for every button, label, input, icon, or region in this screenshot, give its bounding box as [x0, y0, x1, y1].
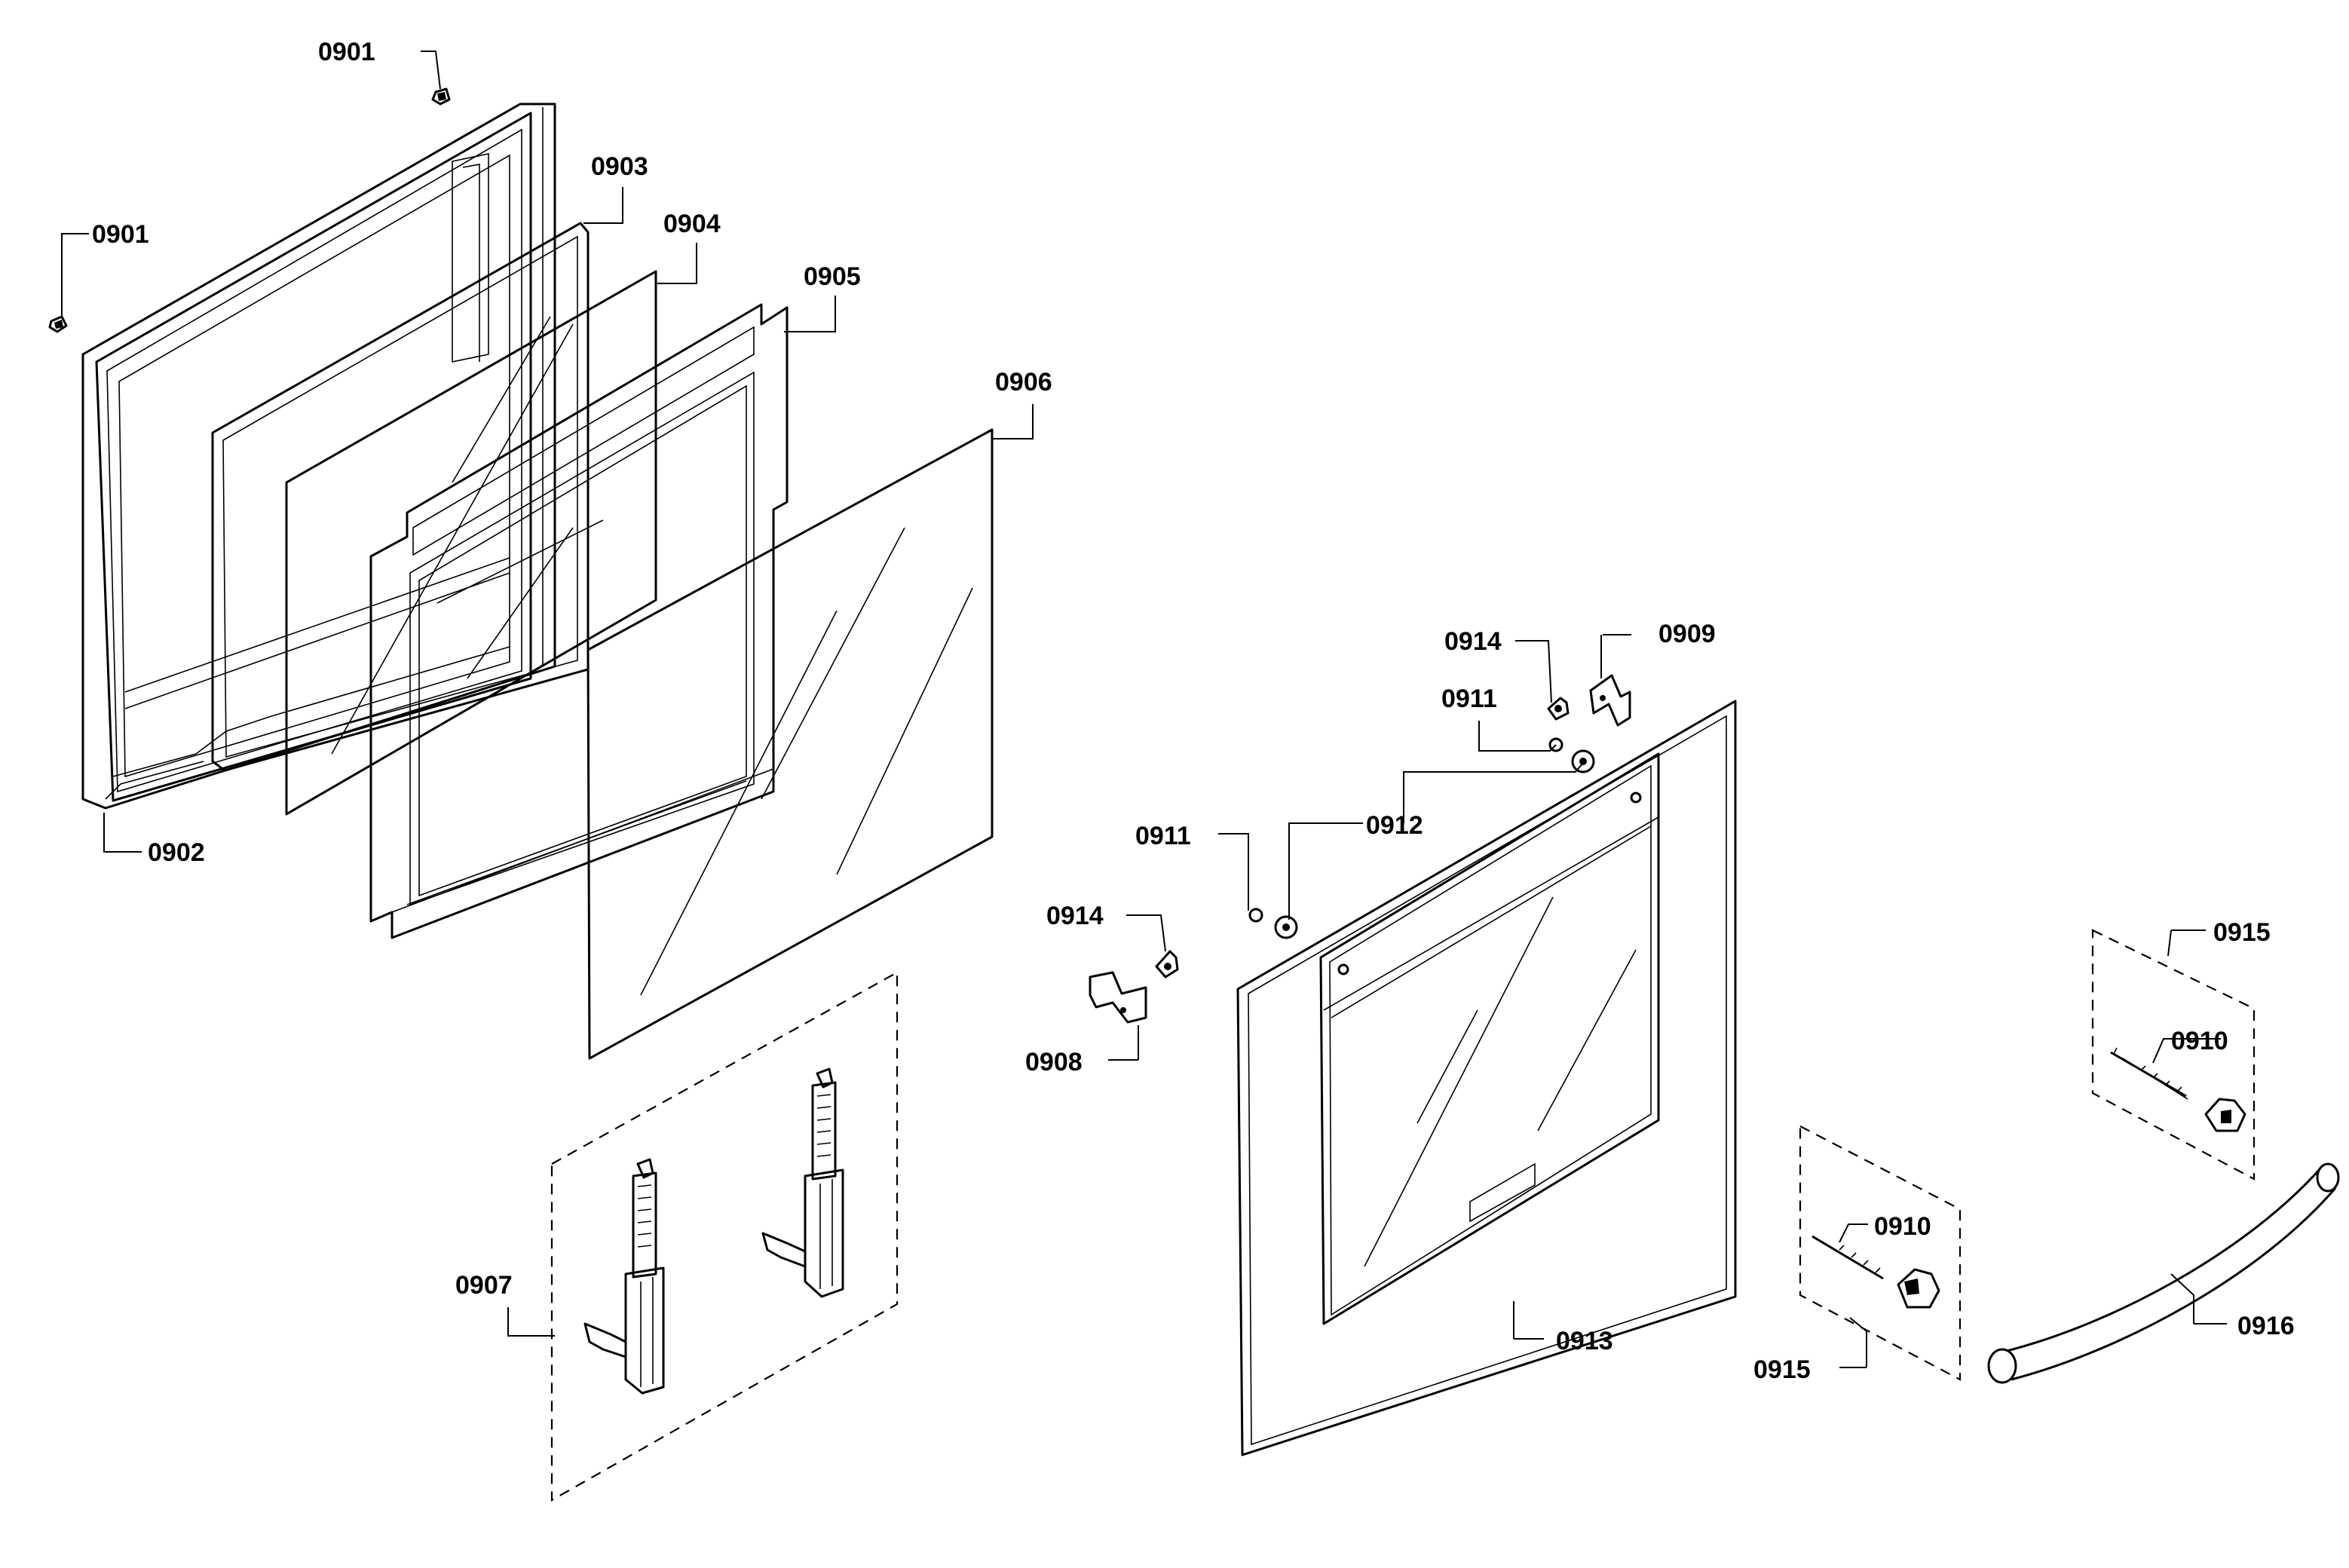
part-0913-outer-door-panel	[1236, 700, 1737, 1456]
part-0912-washer-top	[1571, 749, 1595, 773]
part-0906-outer-glass	[586, 428, 994, 1060]
part-0914-clip-left	[1155, 950, 1179, 978]
part-0902-inner-door-frame	[81, 103, 556, 810]
callout-0901-top: 0901	[318, 38, 375, 66]
part-0901-screw-left	[48, 315, 68, 333]
callout-0915-lower: 0915	[1753, 1355, 1811, 1384]
callout-0911-left: 0911	[1135, 822, 1191, 850]
part-0901-screw-top	[431, 87, 451, 106]
part-0908-bracket	[1089, 971, 1147, 1024]
callout-0910-upper: 0910	[2171, 1027, 2228, 1055]
callout-0912: 0912	[1366, 811, 1423, 840]
callout-0913: 0913	[1556, 1327, 1613, 1355]
callout-0909: 0909	[1658, 620, 1716, 648]
leader-lines	[61, 51, 2227, 1368]
callout-0916: 0916	[2237, 1312, 2295, 1340]
part-0915-handle-mount-lower	[1897, 1268, 1940, 1309]
part-0916-handle-bar	[1987, 1162, 2340, 1384]
callout-0915-upper: 0915	[2213, 918, 2271, 947]
part-0910-screw-lower	[1812, 1235, 1884, 1280]
callout-0911-top: 0911	[1441, 684, 1497, 713]
part-0907-hinge-left	[583, 1158, 665, 1395]
callout-0905: 0905	[804, 262, 861, 291]
callout-0908: 0908	[1025, 1048, 1083, 1076]
callout-labels: 0901 0901 0902 0903 0904 0905 0906 0907 …	[92, 38, 2295, 1384]
part-0910-screw-upper	[2110, 1047, 2188, 1100]
callout-0907: 0907	[455, 1271, 513, 1300]
part-0912-washer-left	[1274, 915, 1298, 939]
part-0907-hinge-right	[761, 1067, 844, 1298]
callout-0906: 0906	[995, 368, 1052, 397]
callout-0902: 0902	[148, 838, 205, 867]
callout-0904: 0904	[663, 210, 721, 238]
part-0905-glass-holder-frame	[369, 303, 789, 939]
part-0911-nut-left	[1248, 908, 1263, 923]
part-0915-handle-mount-group-upper	[2091, 929, 2256, 1181]
part-0915-handle-mount-upper	[2204, 1098, 2246, 1132]
callout-0901-left: 0901	[92, 220, 149, 249]
part-0909-bracket	[1589, 674, 1631, 727]
callout-0910-lower: 0910	[1874, 1212, 1931, 1241]
part-0914-clip-top	[1547, 697, 1570, 721]
part-0915-handle-mount-group-lower	[1799, 1125, 1962, 1381]
callout-0903: 0903	[591, 152, 648, 181]
part-0907-hinge-group	[550, 971, 899, 1502]
callout-0914-left: 0914	[1046, 902, 1104, 930]
callout-0914-top: 0914	[1444, 627, 1502, 656]
